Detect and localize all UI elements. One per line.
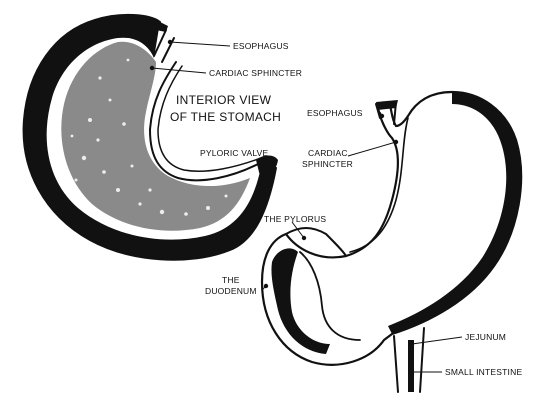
exterior-small-intestine [393,327,425,393]
exterior-greater-curvature [388,92,522,334]
label-interior-esophagus: ESOPHAGUS [167,39,289,51]
label-exterior-esophagus: ESOPHAGUS [307,108,385,119]
label-exterior-jejunum: JEJUNUM [409,332,506,347]
svg-text:SPHINCTER: SPHINCTER [302,159,353,169]
svg-text:JEJUNUM: JEJUNUM [465,332,506,342]
svg-text:CARDIAC: CARDIAC [308,148,348,158]
svg-text:THE: THE [222,275,240,285]
label-interior-cardiac-sphincter: CARDIAC SPHINCTER [149,65,302,78]
label-exterior-duodenum: THE DUODENUM [205,275,269,296]
interior-lesser-curvature [149,61,263,182]
label-exterior-pylorus: THE PYLORUS [264,214,326,241]
label-interior-pyloric-valve: PYLORIC VALVE [200,148,269,165]
mucosa-texture [70,58,228,216]
interior-pyloric-valve [256,155,278,177]
svg-text:DUODENUM: DUODENUM [205,286,257,296]
svg-text:PYLORIC VALVE: PYLORIC VALVE [200,148,269,158]
heading-line-1: INTERIOR VIEW [176,93,272,107]
svg-text:THE PYLORUS: THE PYLORUS [264,214,326,224]
heading-line-2: OF THE STOMACH [170,110,281,124]
label-exterior-small-intestine: SMALL INTESTINE [409,367,522,377]
svg-text:CARDIAC SPHINCTER: CARDIAC SPHINCTER [209,68,302,78]
svg-text:SMALL INTESTINE: SMALL INTESTINE [445,367,522,377]
label-exterior-cardiac-sphincter: CARDIAC SPHINCTER [302,139,399,169]
interior-stomach [22,13,278,261]
svg-text:ESOPHAGUS: ESOPHAGUS [307,108,363,118]
exterior-stomach-body [260,90,523,366]
exterior-stomach [260,90,523,393]
interior-outer-contour [22,13,277,261]
exterior-duodenum [271,248,330,354]
interior-mucosa [61,41,250,231]
svg-text:ESOPHAGUS: ESOPHAGUS [233,41,289,51]
